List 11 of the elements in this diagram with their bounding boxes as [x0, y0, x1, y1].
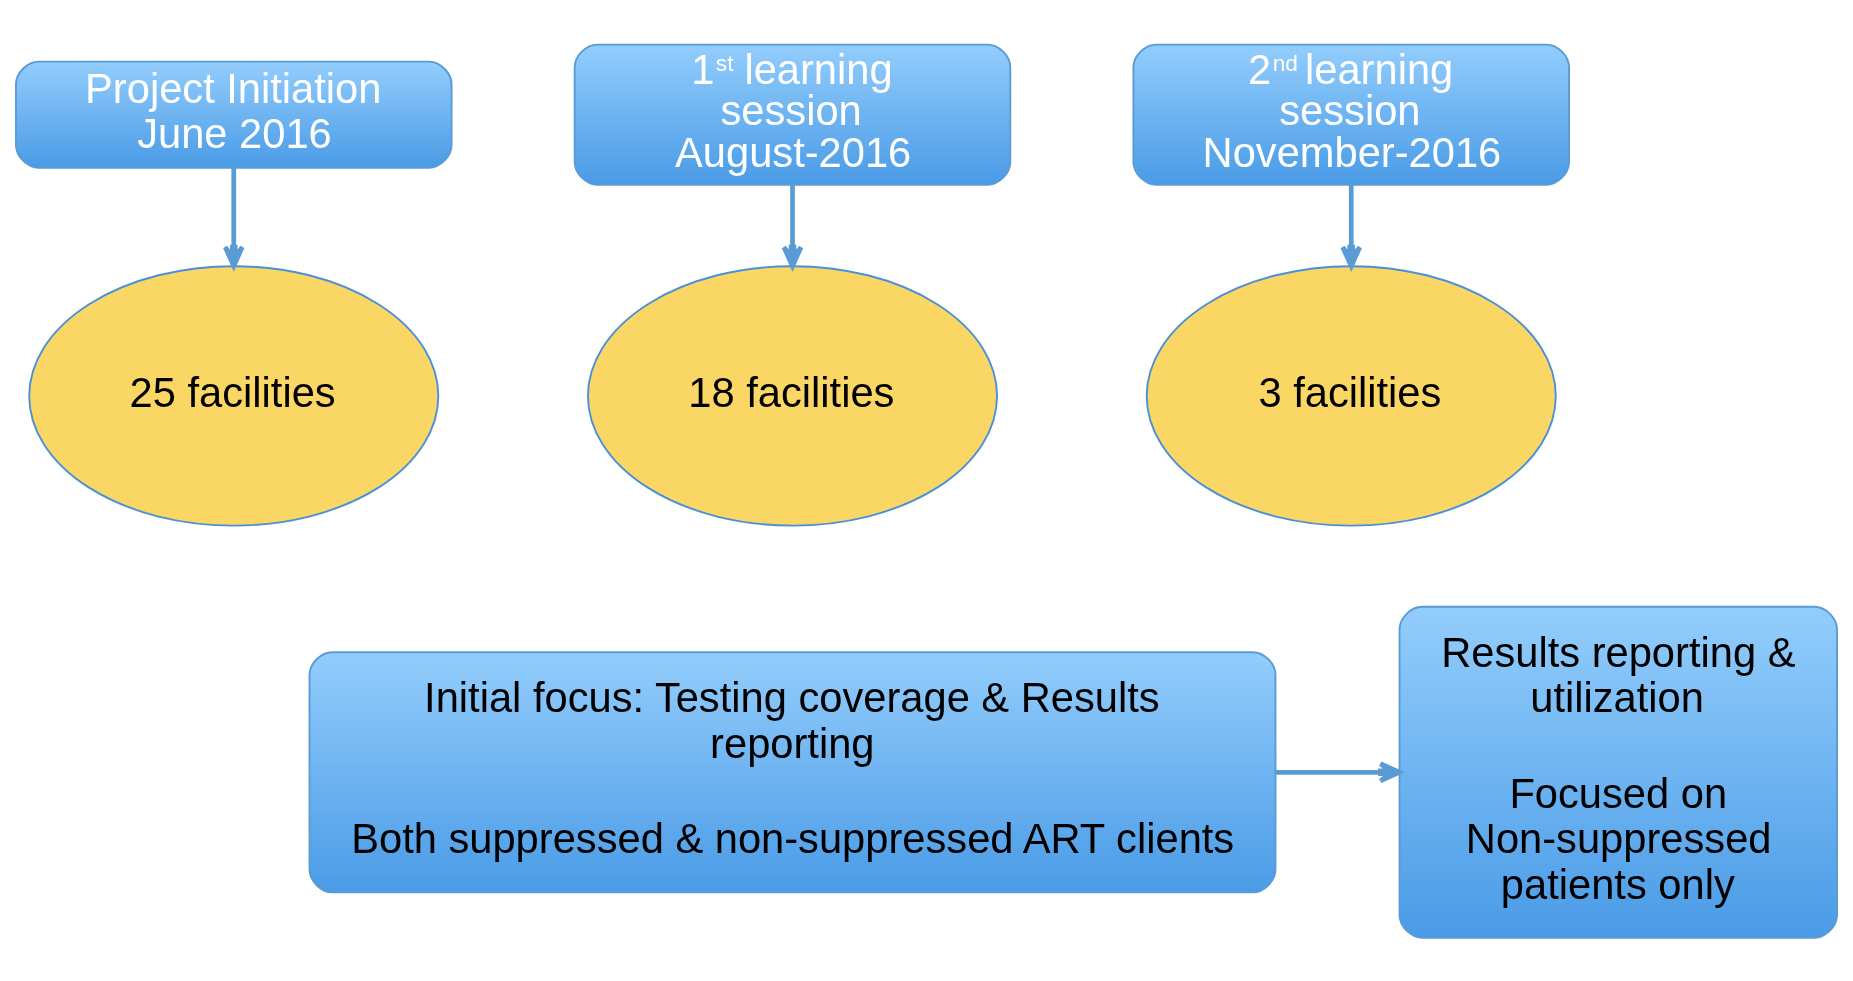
node-box: Initial focus: Testing coverage & Results reporting Both suppressed & non-suppressed ART clients: [308, 650, 1277, 893]
node-box: 2$^{nd}$ learning session November-2016: [1132, 43, 1570, 186]
node-box: Results reporting & utilization Focused on Non-suppressed patients only: [1398, 605, 1838, 939]
node-ellipse: 3 facilities: [1145, 264, 1557, 527]
node-box: Project Initiation June 2016: [15, 60, 453, 169]
arrow: [1340, 184, 1363, 269]
node-ellipse: 25 facilities: [28, 264, 440, 527]
arrow: [781, 184, 804, 269]
arrow: [1275, 760, 1402, 783]
node-ellipse: 18 facilities: [587, 264, 998, 527]
node-box: 1$^{st}$ learning session August-2016: [573, 43, 1012, 186]
